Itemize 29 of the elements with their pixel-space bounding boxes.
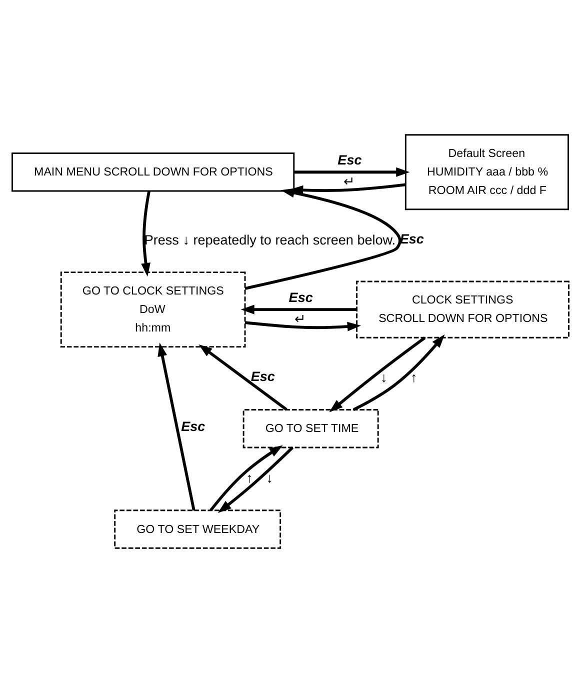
node-box: GO TO SET WEEKDAY: [114, 509, 282, 548]
arrow: [329, 336, 426, 412]
edge-label: Esc: [338, 152, 362, 168]
node-box: GO TO SET TIME: [242, 408, 379, 448]
edge-label: Esc: [250, 368, 275, 384]
node-box: MAIN MENU SCROLL DOWN FOR OPTIONS: [12, 152, 295, 192]
arrow: [141, 190, 150, 276]
edge-label: Esc: [288, 290, 313, 305]
edge-label: ↑: [246, 470, 253, 486]
arrow: [244, 188, 402, 290]
edge-label: Press ↓ repeatedly to reach screen below.: [144, 232, 396, 247]
arrow: [294, 166, 410, 176]
edge-label: ↵: [343, 173, 356, 188]
edge-label: ↓: [266, 470, 274, 486]
edge-label: Esc: [400, 230, 424, 246]
arrow: [240, 304, 357, 314]
arrow: [210, 444, 283, 511]
edge-label: Esc: [181, 418, 206, 434]
arrow: [198, 344, 288, 410]
edge-label: ↑: [410, 369, 418, 384]
arrow: [218, 446, 294, 512]
arrow: [352, 334, 445, 410]
node-box: GO TO CLOCK SETTINGS DoW hh:mm: [60, 271, 246, 348]
node-box: Default Screen HUMIDITY aaa / bbb % ROOM AIR ccc / ddd F: [404, 134, 569, 210]
arrow: [158, 342, 196, 510]
node-box: CLOCK SETTINGS SCROLL DOWN FOR OPTIONS: [356, 280, 570, 338]
arrow: [244, 320, 361, 331]
edge-label: ↵: [294, 310, 307, 326]
edge-label: ↓: [380, 369, 388, 384]
